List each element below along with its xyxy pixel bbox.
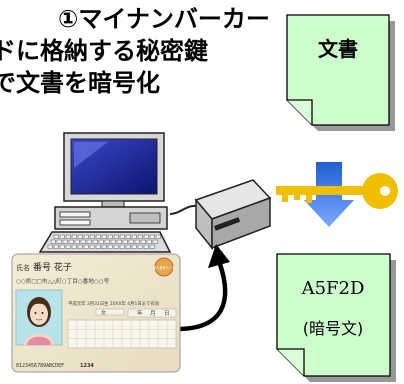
cipher-code: A5F2D xyxy=(301,278,365,299)
keyboard-key xyxy=(65,234,71,239)
card-sex: 女 xyxy=(101,309,106,316)
keyboard-key xyxy=(131,234,137,239)
keyboard-key xyxy=(110,239,116,244)
keyboard-key xyxy=(101,244,107,249)
card-reader-icon xyxy=(194,179,272,251)
keyboard-key xyxy=(143,244,149,249)
keyboard-key xyxy=(56,239,62,244)
keyboard-key xyxy=(80,239,86,244)
keyboard-key xyxy=(140,239,146,244)
keyboard-key xyxy=(149,234,155,239)
caption-line-3: で文書を暗号化 xyxy=(0,69,160,97)
my-number-card: 氏名 番号 花子 ○○県□□市△△町○丁目○番地○○号 個人番号カード 平成元年… xyxy=(11,253,181,373)
keyboard-key xyxy=(125,234,131,239)
cipher-document: A5F2D (暗号文) xyxy=(276,253,396,382)
key-icon xyxy=(276,173,398,209)
card-month-label: 月 xyxy=(150,310,156,317)
keyboard-key xyxy=(101,234,107,239)
keyboard-key xyxy=(71,234,77,239)
keyboard-key xyxy=(119,244,125,249)
card-name: 番号 花子 xyxy=(33,261,72,273)
card-name-label: 氏名 xyxy=(16,263,30,272)
keyboard-key xyxy=(149,244,155,249)
keyboard-key xyxy=(53,234,59,239)
caption-line-1: ①マイナンバーカー xyxy=(58,5,270,33)
card-address: ○○県□□市△△町○丁目○番地○○号 xyxy=(16,277,110,285)
keyboard-key xyxy=(83,234,89,239)
keyboard-keys xyxy=(47,234,161,249)
keyboard-key xyxy=(92,239,98,244)
keyboard-key xyxy=(116,239,122,244)
caption-line-2: ドに格納する秘密鍵 xyxy=(0,37,208,65)
keyboard-key xyxy=(119,234,125,239)
keyboard-key xyxy=(68,239,74,244)
keyboard-key xyxy=(113,244,119,249)
keyboard-key xyxy=(50,239,56,244)
keyboard-key xyxy=(143,234,149,239)
keyboard-key xyxy=(137,244,143,249)
face-photo-icon xyxy=(24,297,54,345)
card-grid xyxy=(67,319,177,349)
keyboard-key xyxy=(125,244,131,249)
keyboard-key xyxy=(137,234,143,239)
card-day-label: 日 xyxy=(164,310,170,317)
keyboard-key xyxy=(89,234,95,239)
keyboard-key xyxy=(77,244,83,249)
keyboard-key xyxy=(95,244,101,249)
keyboard-key xyxy=(134,239,140,244)
keyboard-key xyxy=(53,244,59,249)
card-type-label: 個人番号カード xyxy=(153,265,175,270)
keyboard-key xyxy=(74,239,80,244)
keyboard-key xyxy=(62,239,68,244)
keyboard-key xyxy=(83,244,89,249)
plain-document: 文書 xyxy=(286,14,395,131)
card-year-label: 年 xyxy=(137,309,143,317)
keyboard-key xyxy=(104,239,110,244)
computer-icon xyxy=(38,132,197,253)
keyboard-key xyxy=(146,239,152,244)
keyboard-key xyxy=(65,244,71,249)
keyboard-key xyxy=(155,234,161,239)
keyboard-key xyxy=(77,234,83,239)
keyboard-key xyxy=(152,239,158,244)
plain-document-label: 文書 xyxy=(318,37,358,61)
keyboard-key xyxy=(47,244,53,249)
card-dates: 平成元年 3月31日生 20XX年 4月1日まで有効 xyxy=(68,300,160,307)
keyboard-key xyxy=(107,234,113,239)
keyboard-key xyxy=(95,234,101,239)
keyboard-key xyxy=(131,244,137,249)
card-code: 1234 xyxy=(80,363,94,369)
card-serial: 0123456789ABCDEF xyxy=(16,363,64,369)
keyboard-key xyxy=(122,239,128,244)
keyboard-key xyxy=(107,244,113,249)
keyboard-key xyxy=(86,239,92,244)
keyboard-key xyxy=(98,239,104,244)
keyboard-key xyxy=(59,244,65,249)
keyboard-key xyxy=(128,239,134,244)
curved-arrow-icon xyxy=(176,244,230,332)
keyboard-key xyxy=(89,244,95,249)
keyboard-key xyxy=(113,234,119,239)
cipher-note: (暗号文) xyxy=(303,319,364,338)
keyboard-key xyxy=(59,234,65,239)
keyboard-key xyxy=(71,244,77,249)
